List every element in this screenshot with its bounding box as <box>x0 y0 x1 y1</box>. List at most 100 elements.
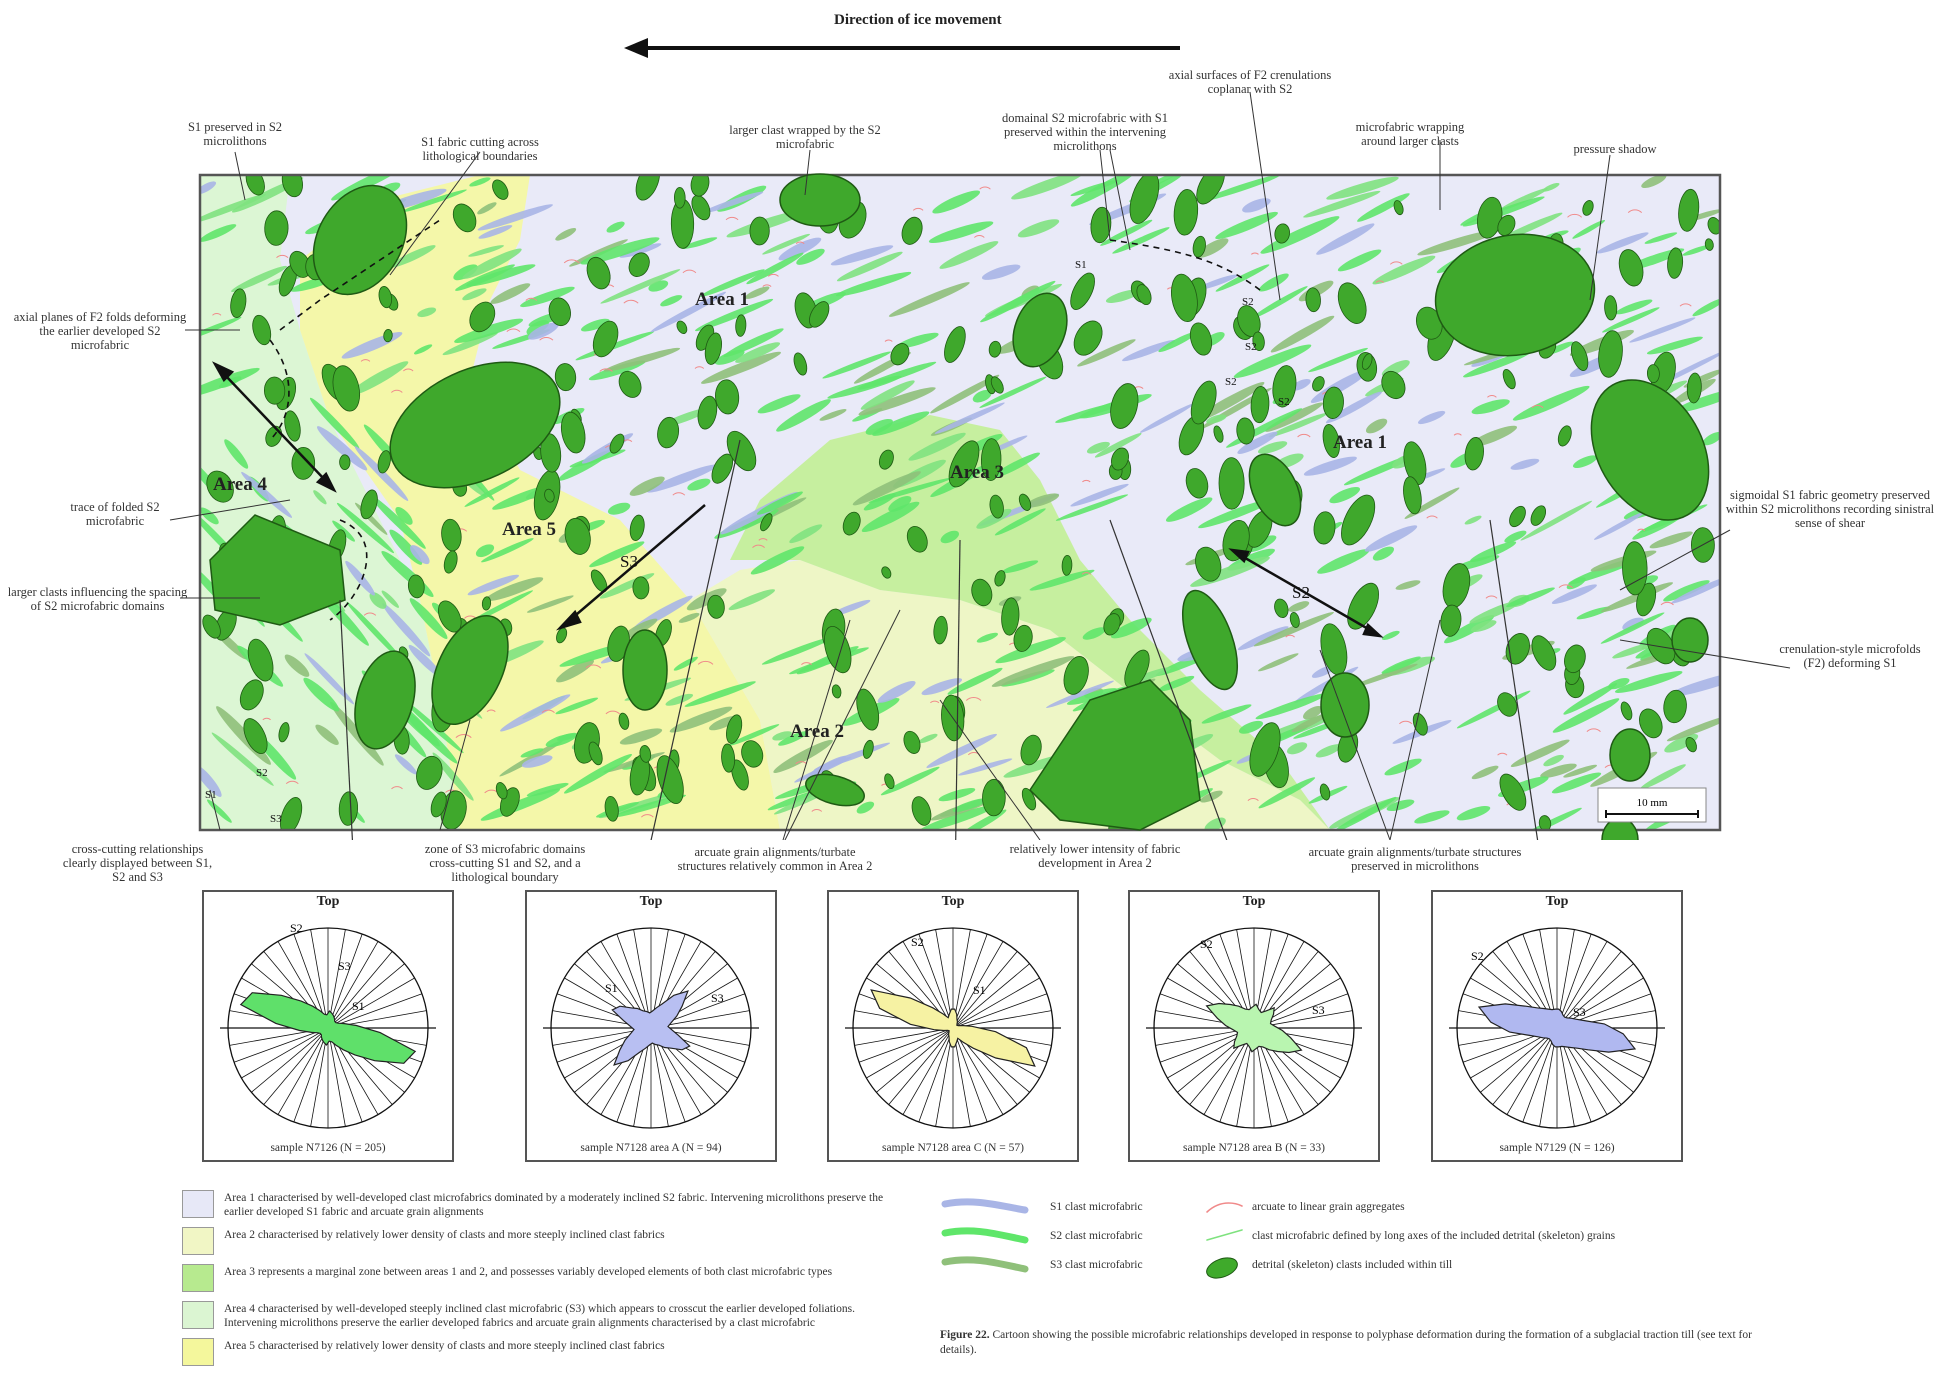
small-clast <box>1403 476 1422 515</box>
fabric-stroke <box>1201 704 1252 724</box>
fabric-stroke <box>481 538 534 563</box>
fabric-stroke <box>776 399 831 432</box>
area-1-a-label: Area 1 <box>695 289 749 310</box>
rose-caption: sample N7128 area C (N = 57) <box>882 1142 1024 1154</box>
small-clast <box>1497 692 1518 717</box>
rose-fabric-label: S2 <box>1471 949 1484 963</box>
fabric-stroke <box>1602 307 1660 333</box>
small-clast <box>206 470 234 503</box>
small-clast <box>560 411 586 454</box>
fabric-stroke <box>200 507 219 525</box>
fabric-stroke <box>1258 653 1299 672</box>
small-clast <box>339 454 351 470</box>
fabric-stroke <box>1622 617 1644 631</box>
fabric-stroke <box>1372 255 1436 285</box>
fabric-stroke <box>979 376 1047 408</box>
fabric-stroke <box>1257 441 1288 454</box>
fabric-stroke <box>665 693 694 706</box>
fabric-stroke <box>836 251 903 282</box>
small-clast <box>492 179 509 200</box>
fabric-stroke <box>684 681 756 707</box>
small-clast <box>1110 383 1139 429</box>
fabric-stroke <box>1649 531 1693 549</box>
small-clast <box>383 329 393 343</box>
small-clast <box>230 288 247 318</box>
fabric-stroke <box>863 493 896 511</box>
small-clast <box>618 370 642 398</box>
arcuate-grain <box>563 259 580 264</box>
legend-detrital: detrital (skeleton) clasts included with… <box>1252 1259 1453 1271</box>
small-clast <box>726 714 743 744</box>
small-clast <box>1663 689 1687 724</box>
small-clast <box>586 256 611 290</box>
fabric-stroke <box>478 225 513 239</box>
arcuate-grain <box>811 809 823 812</box>
small-clast <box>430 791 447 818</box>
fabric-stroke <box>1196 238 1229 258</box>
small-clast <box>933 615 948 645</box>
fabric-stroke <box>528 322 559 340</box>
small-clast <box>1136 284 1152 306</box>
fabric-stroke <box>231 265 287 292</box>
arcuate-grain <box>276 254 289 259</box>
small-clast <box>1274 223 1290 244</box>
annotation-domainal: domainal S2 microfabric with S1 preserve… <box>1002 111 1168 153</box>
rose-fabric-label: S1 <box>605 981 618 995</box>
small-clast <box>657 416 680 449</box>
fabric-stroke <box>1055 494 1129 521</box>
fabric-stroke <box>348 361 409 397</box>
fabric-stroke <box>1576 606 1611 620</box>
fabric-stroke <box>857 361 937 390</box>
arcuate-grain <box>641 814 654 818</box>
arcuate-grain <box>585 664 602 669</box>
small-clast <box>1129 175 1160 224</box>
small-clast <box>1678 188 1700 232</box>
fabric-stroke <box>1381 656 1421 674</box>
small-clast <box>604 795 619 822</box>
fabric-stroke <box>521 755 553 768</box>
annotation-axial-surfaces: axial surfaces of F2 crenulations coplan… <box>1168 68 1332 96</box>
small-clast <box>1313 511 1336 545</box>
arcuate-grain <box>1558 584 1573 589</box>
annotation-s1-cutting: S1 fabric cutting across lithological bo… <box>421 135 539 163</box>
small-clast <box>1440 604 1462 637</box>
fabric-stroke <box>454 318 524 343</box>
fabric-stroke <box>896 332 939 349</box>
fabric-stroke <box>499 740 563 777</box>
rose-top-label: Top <box>316 894 340 909</box>
small-clast <box>1272 365 1297 408</box>
fabric-stroke <box>200 316 242 342</box>
fabric-stroke <box>395 506 413 525</box>
fabric-stroke <box>330 701 384 766</box>
rose-top-label: Top <box>1242 894 1266 909</box>
s1-bl-label: S1 <box>205 789 217 801</box>
fabric-stroke <box>564 754 632 794</box>
fabric-stroke <box>1286 742 1308 755</box>
small-clast <box>1685 736 1697 753</box>
fabric-stroke <box>830 245 894 266</box>
fabric-stroke <box>526 782 569 797</box>
legend-text-area-3: Area 3 represents a marginal zone betwee… <box>224 1266 833 1278</box>
small-clast <box>1639 708 1663 739</box>
fabric-stroke <box>1055 401 1126 423</box>
fabric-stroke <box>1386 799 1415 812</box>
small-clast <box>416 755 443 790</box>
legend-long-axes: clast microfabric defined by long axes o… <box>1252 1230 1616 1242</box>
fabric-stroke <box>1112 227 1170 254</box>
fabric-stroke <box>620 618 658 640</box>
fabric-stroke <box>1540 763 1577 778</box>
legend-swatch-area-1 <box>182 1190 214 1218</box>
fabric-stroke <box>687 478 711 491</box>
rose-caption: sample N7128 area B (N = 33) <box>1183 1142 1325 1154</box>
fabric-stroke <box>958 758 1013 776</box>
fabric-stroke <box>354 446 409 501</box>
fabric-stroke <box>468 245 504 257</box>
fabric-stroke <box>1303 705 1323 720</box>
small-clast <box>842 511 861 536</box>
fabric-stroke <box>462 288 487 301</box>
rose-fabric-label: S2 <box>911 935 924 949</box>
fabric-stroke <box>744 286 770 299</box>
fabric-stroke <box>1316 223 1375 255</box>
legend-s1: S1 clast microfabric <box>1050 1201 1143 1213</box>
